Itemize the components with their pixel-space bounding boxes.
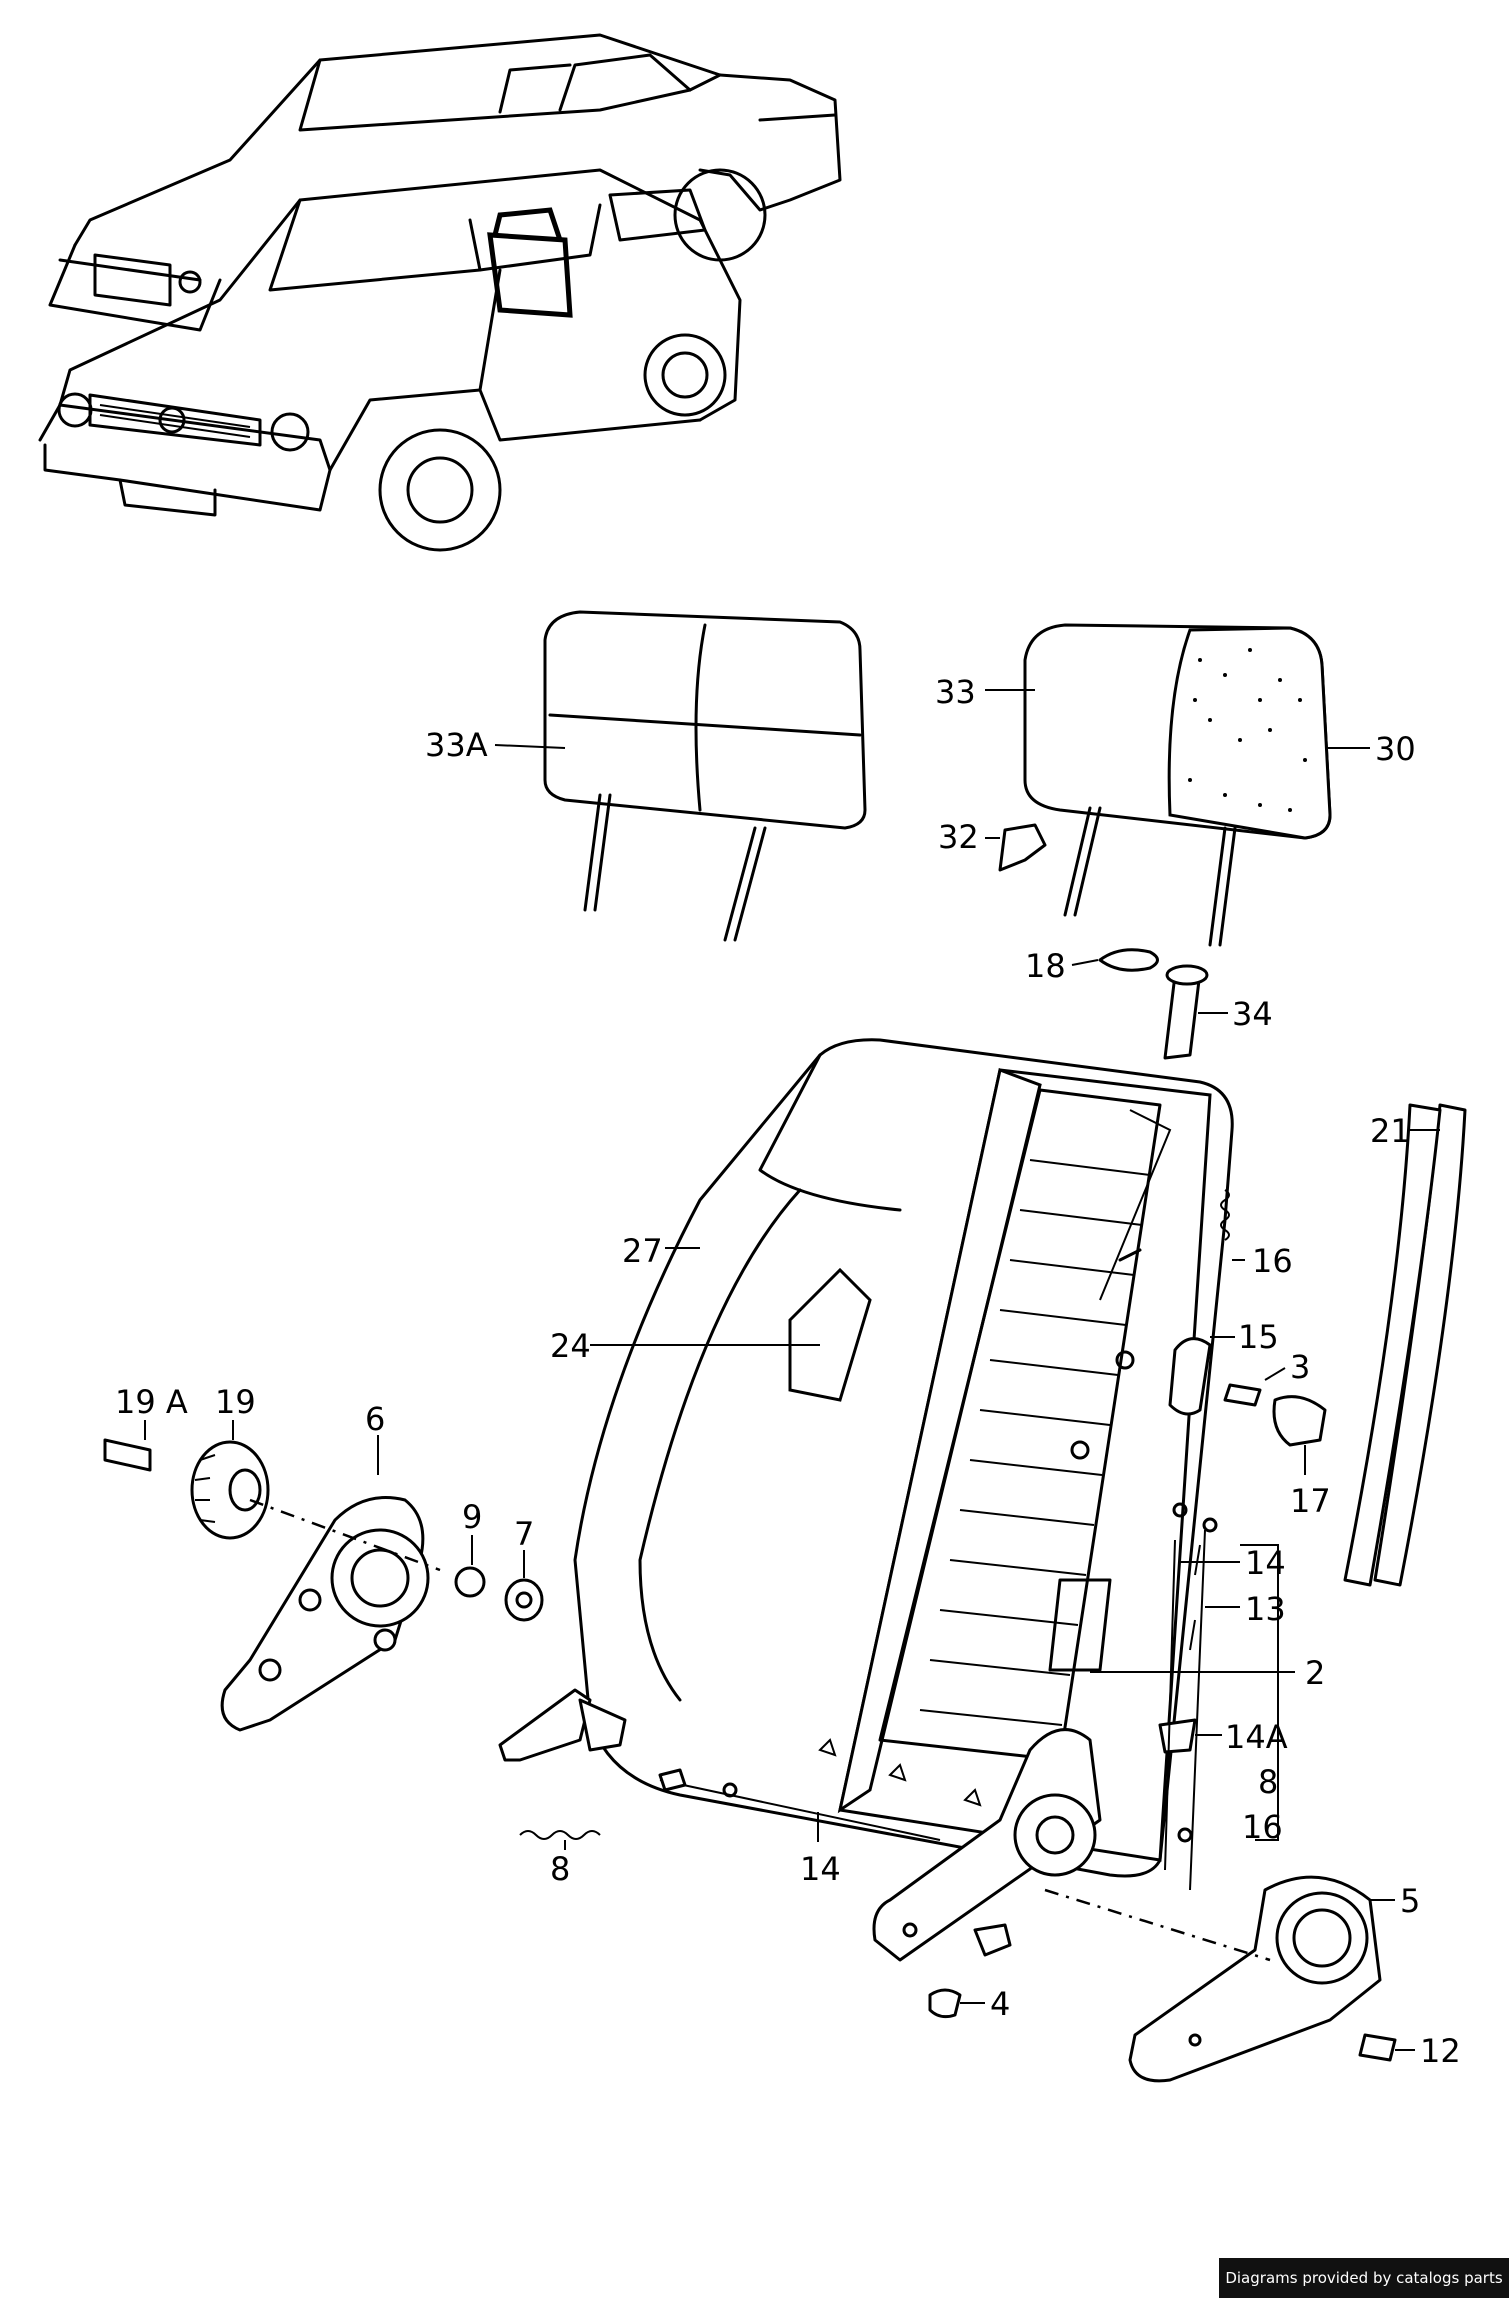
washer-9 [454, 1566, 486, 1598]
hinge-bracket-left [498, 1688, 592, 1762]
callout-2: 2 [1305, 1654, 1325, 1692]
spring-8 [519, 1830, 601, 1840]
callout-6: 6 [365, 1400, 385, 1438]
callout-3: 3 [1290, 1348, 1310, 1386]
part-18 [1098, 948, 1159, 972]
callout-7: 7 [514, 1515, 534, 1553]
strip-21 [1343, 1103, 1467, 1587]
callout-33A: 33A [425, 726, 488, 764]
clip-4 [928, 1988, 962, 2019]
callout-13: 13 [1245, 1590, 1286, 1628]
callout-19: 19 [215, 1383, 256, 1421]
pin-12 [1358, 2033, 1397, 2062]
callout-16-lower: 16 [1242, 1808, 1283, 1846]
clip-32 [998, 823, 1047, 872]
headrest-foam-texture [1188, 648, 1307, 812]
gear-19 [190, 1440, 270, 1540]
bushing-7 [504, 1578, 544, 1622]
bolt-19A [103, 1438, 152, 1472]
handle-17 [1272, 1395, 1327, 1447]
callout-27: 27 [622, 1232, 663, 1270]
callout-18: 18 [1025, 947, 1066, 985]
clip-3 [1223, 1383, 1262, 1407]
callout-12: 12 [1420, 2032, 1461, 2070]
callout-4: 4 [990, 1985, 1010, 2023]
callout-19A: 19 A [115, 1383, 188, 1421]
callout-30: 30 [1375, 730, 1416, 768]
part-14A [1158, 1718, 1197, 1754]
seat-backrest-27 [573, 1038, 1234, 1878]
callout-15: 15 [1238, 1318, 1279, 1356]
car-illustration [38, 33, 842, 552]
callout-17: 17 [1290, 1482, 1331, 1520]
callout-8-right: 8 [1258, 1763, 1278, 1801]
callout-33: 33 [935, 673, 976, 711]
credit-banner: Diagrams provided by catalogs parts [1219, 2258, 1509, 2298]
callout-24: 24 [550, 1327, 591, 1365]
cable-14-lower [659, 1779, 941, 1841]
callout-16: 16 [1252, 1242, 1293, 1280]
callout-5: 5 [1400, 1882, 1420, 1920]
callout-14-lower: 14 [800, 1850, 841, 1888]
callout-14A: 14A [1225, 1718, 1288, 1756]
callout-14: 14 [1245, 1544, 1286, 1582]
leader-lines [144, 689, 1440, 2051]
knob-15 [1168, 1337, 1212, 1416]
headrest-33A [543, 610, 867, 942]
callout-34: 34 [1232, 995, 1273, 1033]
callout-32: 32 [938, 818, 979, 856]
cable-13 [1189, 1529, 1206, 1891]
recliner-plate-5 [1128, 1875, 1382, 2083]
cable-14 [1164, 1539, 1176, 1871]
recliner-plate-6 [220, 1496, 430, 1732]
callout-21: 21 [1370, 1112, 1411, 1150]
hinge-plate-lower [872, 1728, 1102, 1962]
callout-9: 9 [462, 1498, 482, 1536]
callout-8-left: 8 [550, 1850, 570, 1888]
callout-labels: 33A 33 30 32 18 34 21 27 16 15 3 24 17 1… [115, 673, 1461, 2070]
headrest-33 [1023, 623, 1332, 947]
spring-16 [1220, 1189, 1230, 1241]
